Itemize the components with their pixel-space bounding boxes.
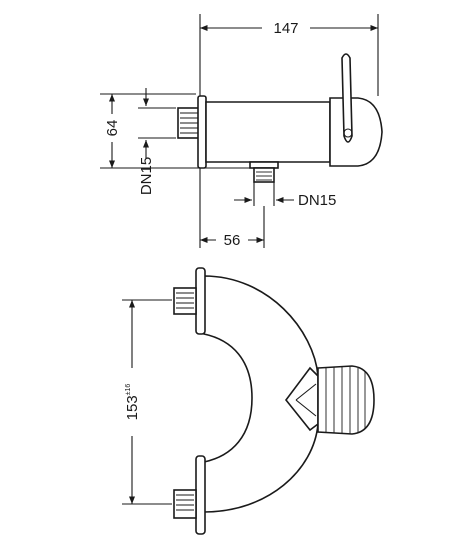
side-inlet-connector [177,107,201,139]
top-valve-body [203,275,319,513]
side-outlet-connector [249,161,279,183]
top-lever [284,366,319,432]
top-upper-flange [195,267,206,335]
side-wall-flange [197,95,207,169]
side-valve-body [205,101,331,163]
dimension-153: 153±16 [122,299,172,505]
dimension-153-value: 153 [124,395,141,420]
side-view [177,53,383,183]
dimension-64-label: 64 [104,120,121,137]
dimension-64: 64 [100,93,250,169]
dimension-153-label: 153±16 [124,384,141,421]
dimension-153-tolerance: ±16 [125,384,132,396]
dimension-dn15-outlet-label: DN15 [298,192,336,209]
dimension-56: 56 [199,168,265,249]
top-lower-flange [195,455,206,535]
top-ribbed-handle [317,365,375,435]
dimension-dn15-inlet-label: DN15 [138,157,155,195]
dimension-dn15-inlet: DN15 [138,88,176,195]
dimension-147: 147 [199,14,379,96]
side-handle-head [329,97,383,167]
dimension-56-label: 56 [224,232,241,249]
dimension-147-label: 147 [273,20,298,37]
dimension-dn15-outlet: DN15 [234,182,336,209]
top-upper-connector [173,287,197,315]
top-view [173,267,375,535]
side-lever [341,53,353,143]
top-lower-connector [173,489,197,519]
